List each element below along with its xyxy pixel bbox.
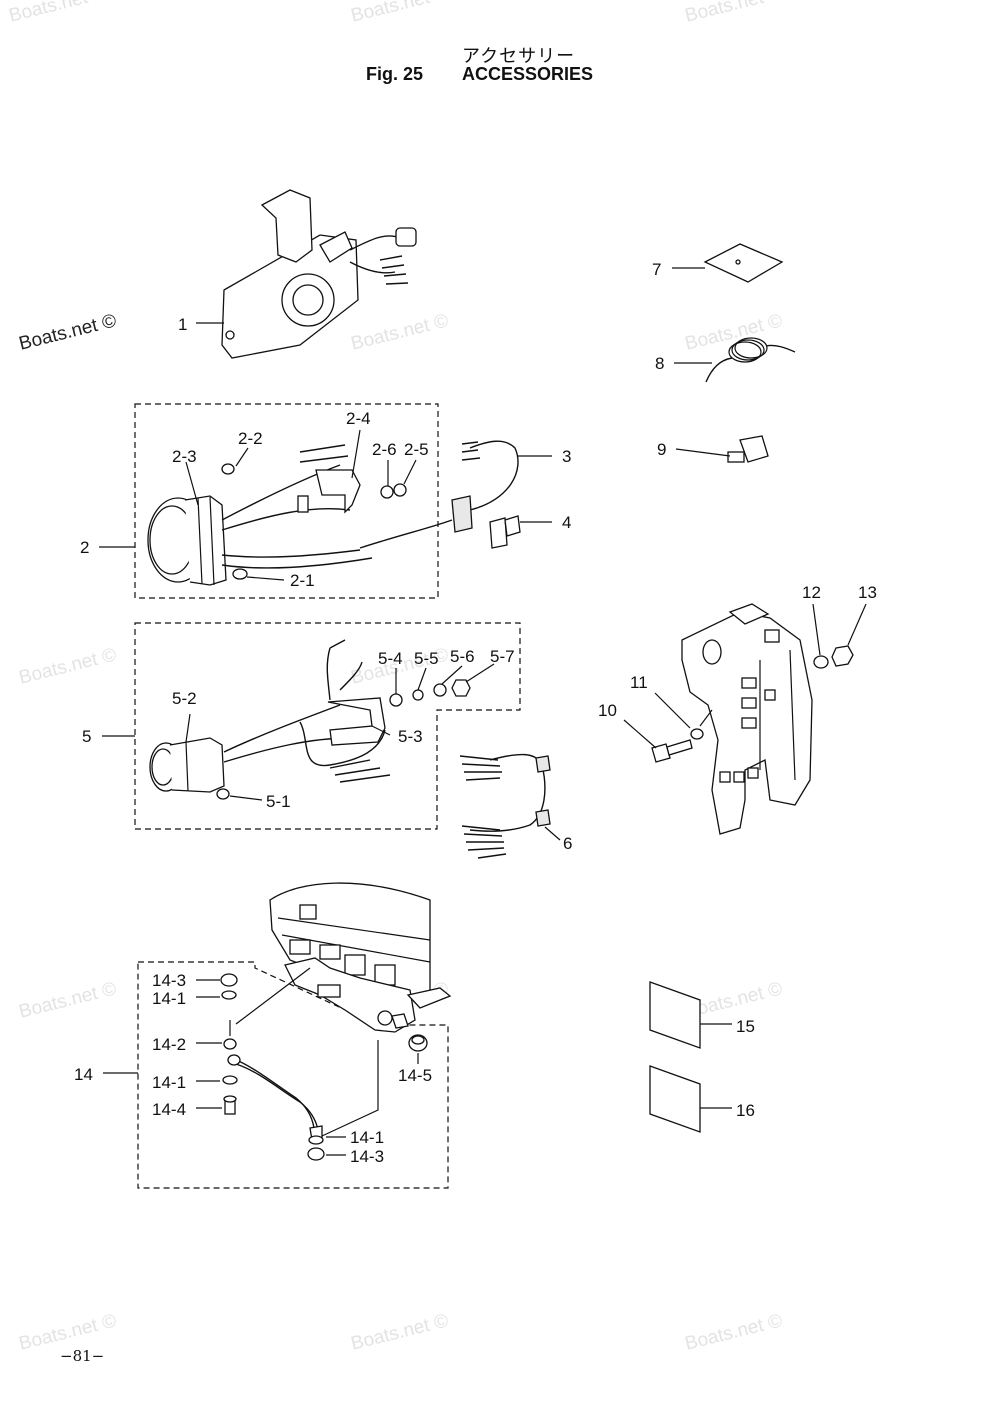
bolt-10 [651,739,693,763]
callout-13: 13 [858,583,877,602]
callout-10: 10 [598,701,617,720]
callout-5-7: 5-7 [490,647,515,666]
callout-5-2: 5-2 [172,689,197,708]
ground-cable [227,1054,323,1141]
spring-8 [705,337,796,383]
callout-4: 4 [562,513,571,532]
group-5-boundary [134,622,521,830]
callout-14-3: 14-3 [350,1147,384,1166]
washer-5-5 [412,689,424,701]
nut-14-3-bottom [307,1147,325,1161]
callout-2: 2 [80,538,89,557]
figure-title-japanese: アクセサリー [462,46,576,66]
washer-5-6 [433,683,447,697]
callout-5-1: 5-1 [266,792,291,811]
tachometer-bulb-2-2 [221,463,235,475]
wire-harness-3 [359,440,519,549]
callout-6: 6 [563,834,572,853]
callout-14-4: 14-4 [152,1100,186,1119]
remote-control-box [221,189,417,359]
callout-2-2: 2-2 [238,429,263,448]
callout-5-5: 5-5 [414,649,439,668]
callout-5-4: 5-4 [378,649,403,668]
nut-14-3-top [220,973,238,987]
callout-11: 11 [630,673,648,692]
nut-5-7 [451,679,471,697]
callout-2-1: 2-1 [290,571,315,590]
callout-8: 8 [655,354,664,373]
callout-12: 12 [802,583,821,602]
washer-5-4 [389,693,403,707]
callout-2-5: 2-5 [404,440,429,459]
callout-2-4: 2-4 [346,409,371,428]
bolt-14-4 [223,1095,237,1115]
callout-14-1: 14-1 [350,1128,384,1147]
wire-harness-6 [459,753,551,859]
callout-14-3: 14-3 [152,971,186,990]
nut-13 [831,645,854,667]
washer-14-1-top [221,990,237,1000]
tachometer-bulb-2-1 [232,568,248,580]
callout-2-3: 2-3 [172,447,197,466]
callout-14-5: 14-5 [398,1066,432,1085]
callout-9: 9 [657,440,666,459]
mounting-bracket [681,603,813,835]
washer-2-6 [380,485,394,499]
grommet-9 [727,435,769,463]
callout-15: 15 [736,1017,755,1036]
washer-14-1-mid [222,1075,238,1085]
callout-5: 5 [82,727,91,746]
label-plate-15 [649,981,701,1049]
group-2-boundary [134,403,439,599]
washer-14-1-bottom [308,1135,324,1145]
callout-5-3: 5-3 [398,727,423,746]
lock-washer-14-2 [223,1038,237,1050]
washer-12 [813,655,829,669]
engine-cowling-section [269,882,452,1033]
group-14-boundary [137,961,449,1189]
callout-2-6: 2-6 [372,440,397,459]
trim-meter-bulb-5-1 [216,788,230,800]
callout-14: 14 [74,1065,93,1084]
pad-7 [703,243,784,283]
callout-14-1: 14-1 [152,1073,186,1092]
tachometer [147,444,373,586]
callout-14-1: 14-1 [152,989,186,1008]
nut-2-5 [393,483,407,497]
figure-title: ACCESSORIES [462,64,594,84]
figure-number: Fig. 25 [366,64,424,84]
callout-16: 16 [736,1101,755,1120]
label-plate-16 [649,1065,701,1133]
callout-5-6: 5-6 [450,647,475,666]
washer-11 [690,728,704,740]
bolt-14-5 [408,1034,428,1052]
trim-meter [149,639,391,793]
callout-3: 3 [562,447,571,466]
callout-14-2: 14-2 [152,1035,186,1054]
clip-4 [489,515,521,549]
callout-1: 1 [178,315,187,334]
callout-7: 7 [652,260,661,279]
page-number: −81− [60,1347,105,1365]
